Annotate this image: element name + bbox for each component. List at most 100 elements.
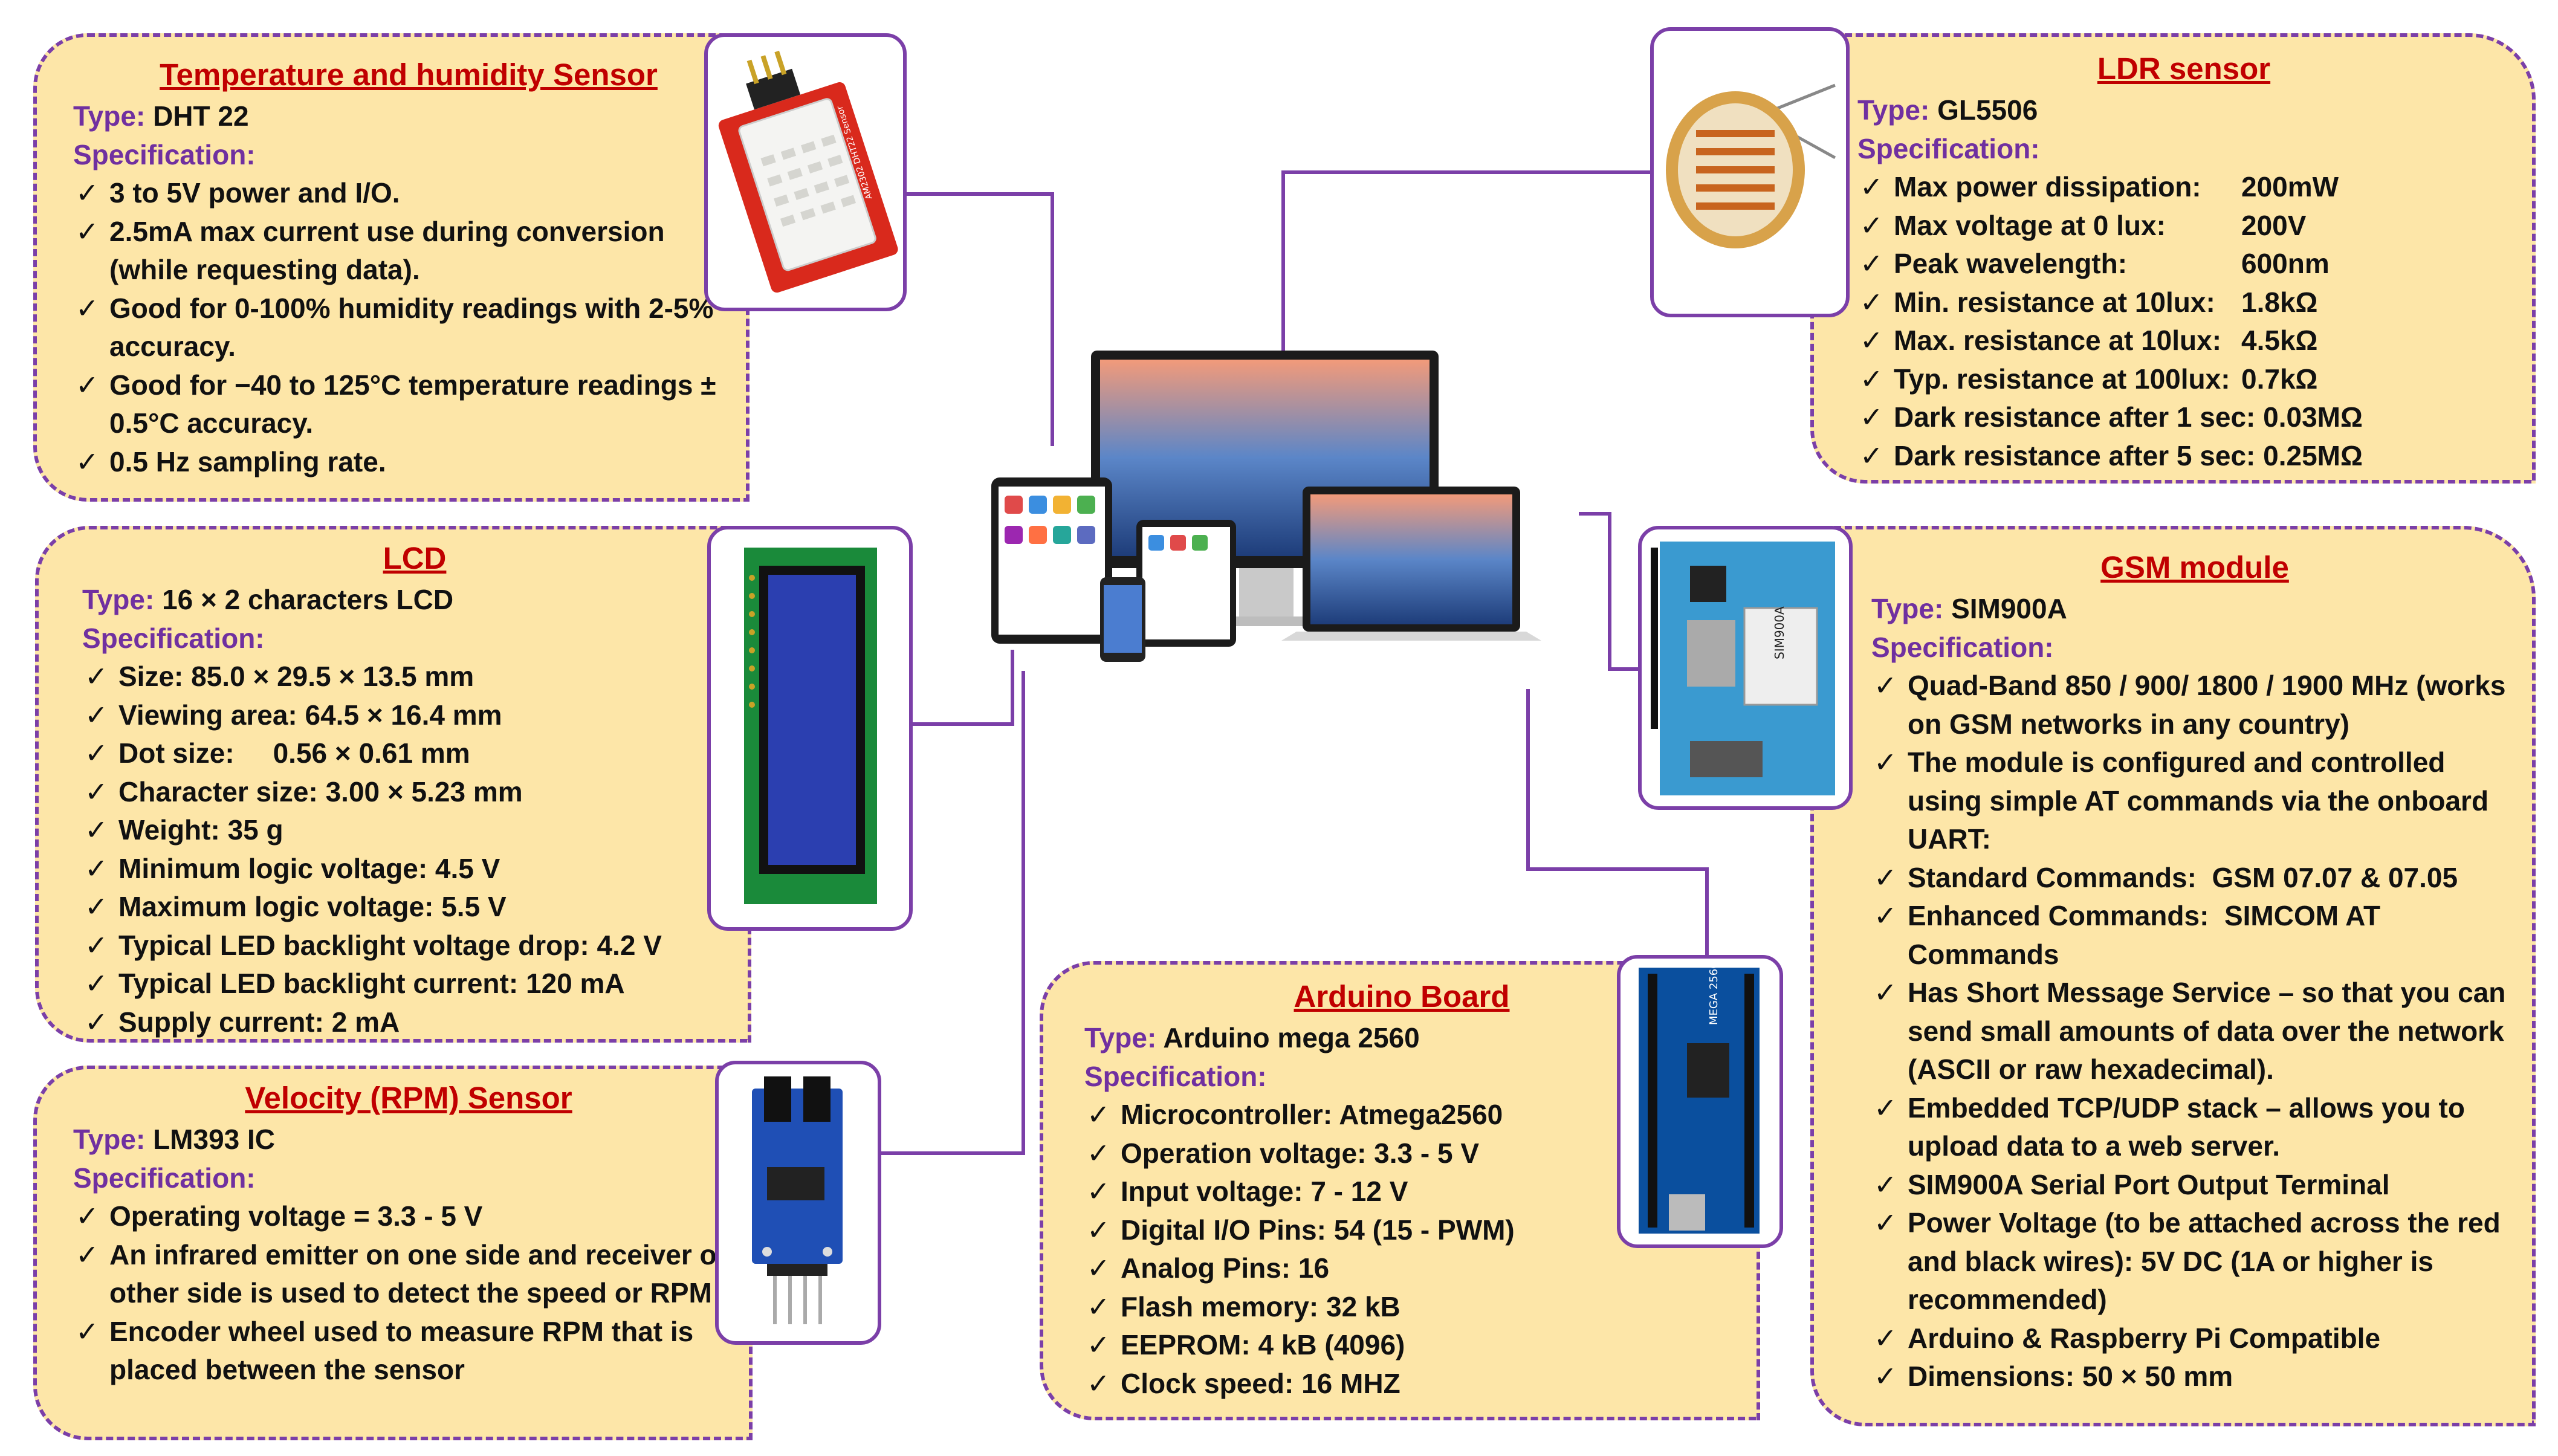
spec-value: 200V [2241, 209, 2307, 241]
connector-rpm-v [1022, 671, 1025, 1154]
spec-item: ✓Standard Commands: GSM 07.07 & 07.05 [1871, 859, 2518, 898]
spec-item-text: Dot size: 0.56 × 0.61 mm [118, 737, 470, 769]
dht22-sensor-image: AM2302 DHT22 Sensor [704, 33, 907, 311]
connector-rpm-h [880, 1151, 1025, 1155]
check-icon: ✓ [85, 1006, 108, 1038]
spec-value: 200mW [2241, 171, 2339, 202]
connector-gsm-v [1608, 512, 1611, 671]
connector-temp-h [903, 192, 1054, 196]
spec-heading: Specification: [1084, 1060, 1267, 1092]
spec-item-text: Enhanced Commands: SIMCOM AT Commands [1908, 900, 2381, 970]
devices-illustration [991, 345, 1584, 707]
spec-value: 0.25MΩ [2255, 439, 2363, 471]
spec-item-text: 2.5mA max current use during conversion … [109, 215, 665, 286]
spec-item: ✓ Typ. resistance at 100lux: 0.7kΩ [1857, 360, 2510, 399]
spec-item-text: An infrared emitter on one side and rece… [109, 1238, 734, 1309]
spec-item-text: Power Voltage (to be attached across the… [1908, 1207, 2501, 1315]
card-temperature-sensor: Temperature and humidity Sensor Type: DH… [33, 33, 750, 502]
spec-value: 1.8kΩ [2241, 286, 2318, 318]
spec-key: Max power dissipation: [1894, 171, 2201, 202]
spec-item-text: Operation voltage: 3.3 - 5 V [1121, 1137, 1480, 1169]
connector-gsm-h1 [1579, 512, 1610, 516]
spec-item-text: Input voltage: 7 - 12 V [1121, 1176, 1408, 1207]
spec-item: ✓Has Short Message Service – so that you… [1871, 974, 2518, 1089]
spec-item: ✓Power Voltage (to be attached across th… [1871, 1204, 2518, 1319]
spec-item: ✓Good for 0-100% humidity readings with … [73, 290, 744, 366]
spec-item-text: Minimum logic voltage: 4.5 V [118, 852, 500, 884]
check-icon: ✓ [1874, 670, 1897, 701]
spec-item: ✓The module is configured and controlled… [1871, 743, 2518, 859]
card-title: Velocity (RPM) Sensor [245, 1081, 572, 1115]
type-line: Type: 16 × 2 characters LCD [82, 584, 454, 615]
check-icon: ✓ [1874, 1168, 1897, 1200]
spec-key: Dark resistance after 5 sec: [1894, 439, 2256, 471]
check-icon: ✓ [85, 775, 108, 807]
spec-value: 0.7kΩ [2241, 363, 2318, 395]
connector-lcd-h [911, 722, 1014, 726]
spec-item: ✓Arduino & Raspberry Pi Compatible [1871, 1319, 2518, 1358]
spec-heading: Specification: [1857, 132, 2040, 164]
spec-item-text: Digital I/O Pins: 54 (15 - PWM) [1121, 1214, 1515, 1246]
spec-item: ✓ Supply current: 2 mA [82, 1003, 747, 1042]
spec-item: ✓ An infrared emitter on one side and rec… [73, 1236, 744, 1313]
spec-list: ✓ Operating voltage = 3.3 - 5 V ✓ An infrar… [73, 1197, 744, 1390]
type-line: Type: LM393 IC [73, 1124, 276, 1155]
spec-item: ✓Quad-Band 850 / 900/ 1800 / 1900 MHz (w… [1871, 667, 2518, 743]
spec-item: ✓Analog Pins: 16 [1084, 1249, 1719, 1288]
card-lcd: LCD Type: 16 × 2 characters LCD Specific… [35, 526, 751, 1043]
spec-value: 4.5kΩ [2241, 325, 2318, 356]
spec-item: ✓ Digital I/O Pins: 54 (15 - PWM) [1084, 1211, 1719, 1250]
spec-key: Dark resistance after 1 sec: [1894, 401, 2256, 433]
check-icon: ✓ [1860, 439, 1883, 471]
gsm-module-image: SIM900A [1638, 526, 1853, 810]
connector-arduino-v2 [1705, 867, 1709, 964]
spec-item: ✓Weight: 35 g [82, 811, 747, 850]
check-icon: ✓ [85, 699, 108, 731]
check-icon: ✓ [76, 1238, 99, 1270]
spec-item-text: Typical LED backlight voltage drop: 4.2 … [118, 929, 662, 961]
rpm-sensor-image [715, 1061, 881, 1345]
spec-item-text: Flash memory: 32 kB [1121, 1290, 1400, 1322]
spec-value: 0.03MΩ [2255, 401, 2363, 433]
check-icon: ✓ [85, 814, 108, 846]
check-icon: ✓ [85, 661, 108, 692]
check-icon: ✓ [1860, 325, 1883, 356]
spec-item: ✓ Dimensions: 50 × 50 mm [1871, 1357, 2518, 1396]
check-icon: ✓ [85, 737, 108, 769]
type-line: Type: SIM900A [1871, 593, 2067, 624]
lcd-module-image [707, 526, 913, 931]
check-icon: ✓ [1860, 363, 1883, 395]
spec-heading: Specification: [73, 138, 256, 170]
spec-key: Typ. resistance at 100lux: [1894, 363, 2230, 395]
spec-item: ✓Good for −40 to 125°C temperature readi… [73, 366, 744, 443]
spec-key: Peak wavelength: [1894, 248, 2128, 279]
check-icon: ✓ [1087, 1252, 1110, 1284]
connector-ldr-v [1281, 170, 1285, 370]
check-icon: ✓ [1874, 861, 1897, 893]
check-icon: ✓ [76, 1200, 99, 1232]
spec-item-text: Supply current: 2 mA [118, 1006, 400, 1038]
spec-key: Max. resistance at 10lux: [1894, 325, 2222, 356]
spec-item: ✓0.5 Hz sampling rate. [73, 443, 744, 482]
check-icon: ✓ [1087, 1137, 1110, 1169]
spec-item-text: Operating voltage = 3.3 - 5 V [109, 1200, 483, 1232]
spec-item: ✓ Operating voltage = 3.3 - 5 V [73, 1197, 744, 1236]
card-title: Arduino Board [1294, 979, 1510, 1014]
check-icon: ✓ [1874, 1361, 1897, 1392]
spec-item: ✓Size: 85.0 × 29.5 × 13.5 mm [82, 658, 747, 696]
spec-value: 600nm [2241, 248, 2330, 279]
card-title: LCD [383, 541, 447, 575]
spec-item: ✓Typical LED backlight voltage drop: 4.2… [82, 927, 747, 965]
spec-item-text: Dimensions: 50 × 50 mm [1908, 1361, 2233, 1392]
check-icon: ✓ [1860, 209, 1883, 241]
spec-item: ✓ Minimum logic voltage: 4.5 V [82, 850, 747, 888]
spec-key: Max voltage at 0 lux: [1894, 209, 2166, 241]
check-icon: ✓ [1087, 1214, 1110, 1246]
check-icon: ✓ [1874, 746, 1897, 778]
spec-item-text: Viewing area: 64.5 × 16.4 mm [118, 699, 502, 731]
spec-list: ✓Size: 85.0 × 29.5 × 13.5 mm✓Viewing are… [82, 658, 747, 1041]
check-icon: ✓ [85, 852, 108, 884]
card-title: Temperature and humidity Sensor [160, 57, 658, 92]
check-icon: ✓ [1874, 977, 1897, 1008]
spec-list: ✓Quad-Band 850 / 900/ 1800 / 1900 MHz (w… [1871, 667, 2518, 1396]
